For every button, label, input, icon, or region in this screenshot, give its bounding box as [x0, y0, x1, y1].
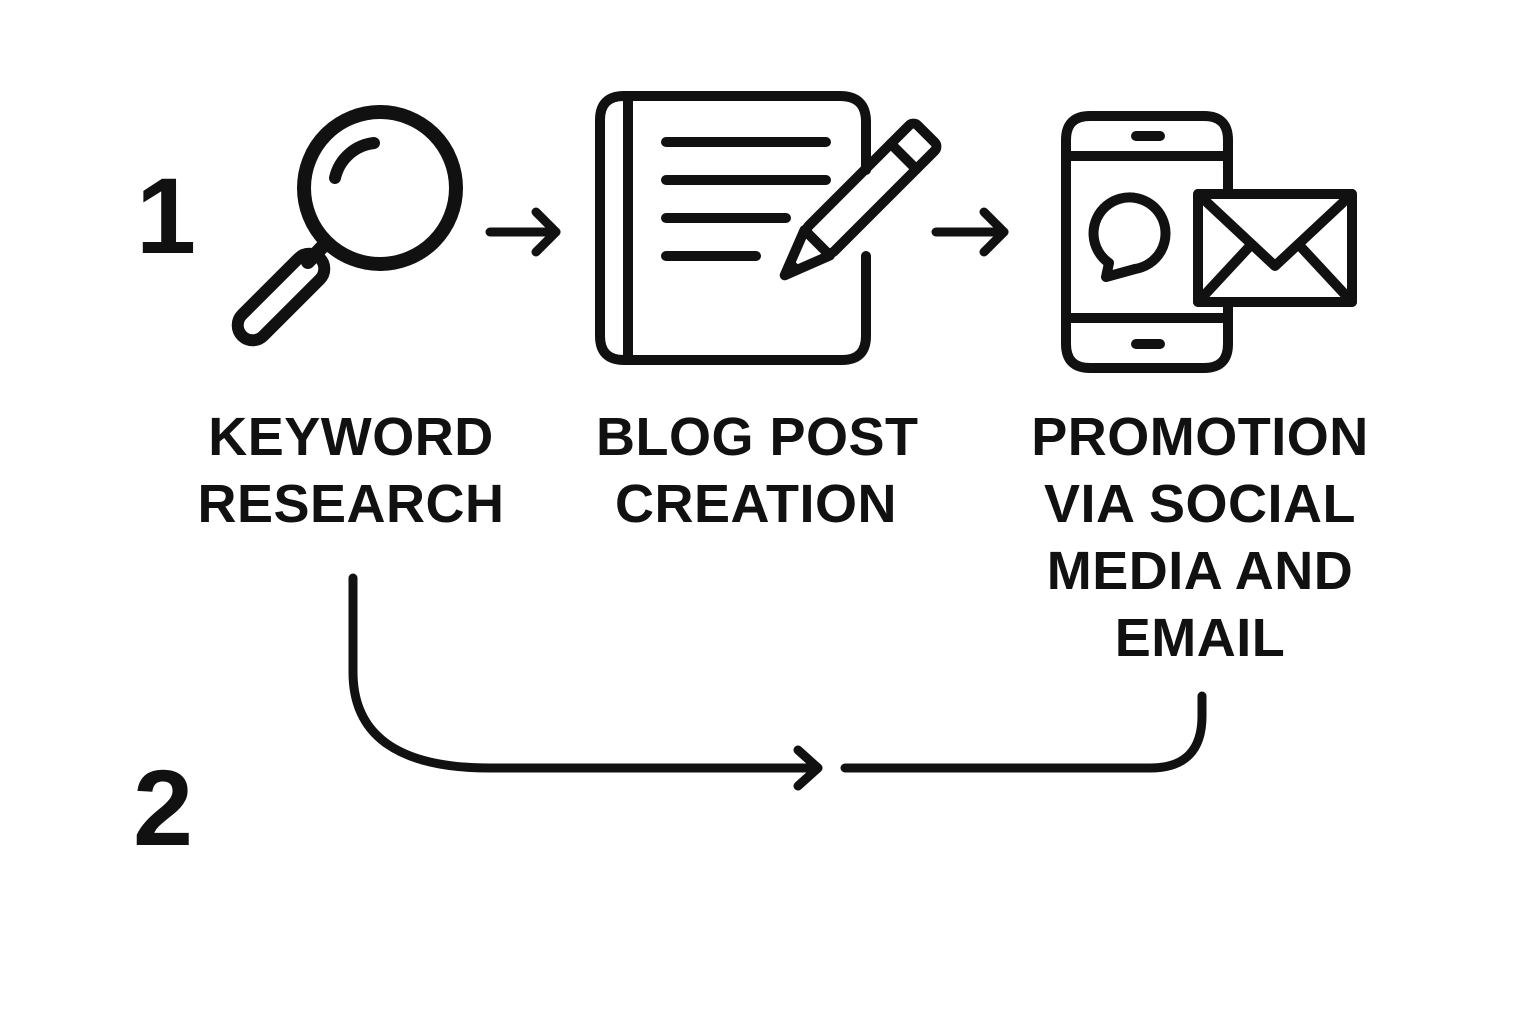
magnifying-glass-icon — [231, 105, 463, 347]
label-line: KEYWORD — [208, 407, 494, 467]
arrow-right-icon — [485, 207, 561, 257]
label-promotion: PROMOTION VIA SOCIAL MEDIA AND EMAIL — [1020, 404, 1380, 672]
step-number-2: 2 — [133, 747, 194, 868]
chat-bubble-icon — [1088, 192, 1171, 282]
step-number-1: 1 — [136, 155, 197, 276]
label-keyword-research: KEYWORD RESEARCH — [191, 404, 511, 538]
label-line: BLOG POST — [596, 407, 919, 467]
label-line: RESEARCH — [197, 474, 505, 534]
label-blog-post-creation: BLOG POST CREATION — [596, 404, 919, 538]
label-line: VIA SOCIAL — [1043, 474, 1357, 534]
envelope-icon — [1193, 189, 1357, 307]
label-line: PROMOTION — [1031, 407, 1369, 467]
connector-arrow — [348, 573, 1207, 791]
notebook-pencil-icon — [595, 91, 942, 365]
label-line: MEDIA AND — [1046, 541, 1354, 601]
phone-chat-envelope-icon — [1061, 111, 1357, 373]
label-line: CREATION — [615, 474, 897, 534]
label-line: EMAIL — [1114, 608, 1286, 668]
arrow-right-icon — [931, 207, 1009, 257]
